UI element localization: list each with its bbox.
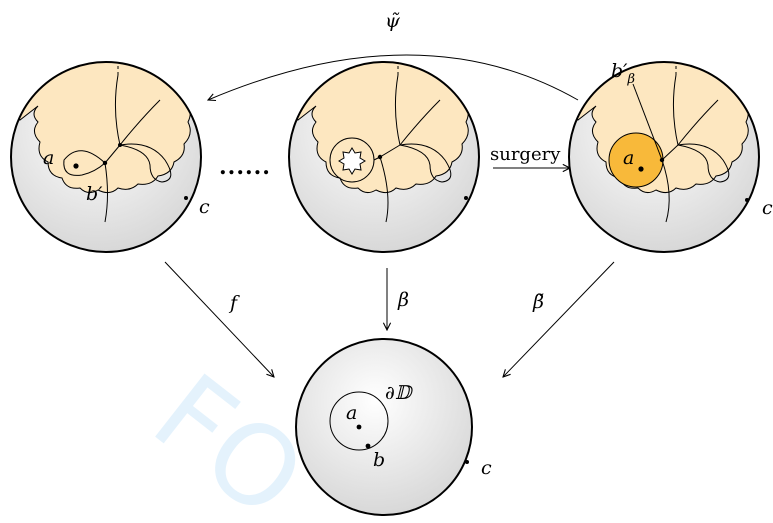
middle-disk: [288, 61, 480, 253]
bottom-inner-circle: [329, 391, 389, 451]
psi-tilde-arrow: [208, 54, 579, 100]
middle-cream-region: [295, 62, 469, 194]
right-disk: [568, 61, 760, 253]
beta-tilde-label: β̃: [532, 291, 544, 313]
f-label: f: [228, 292, 240, 314]
left-disk: [10, 61, 202, 253]
bottom-label-a: a: [346, 402, 357, 424]
right-label-bprime-beta: b′β: [611, 60, 635, 87]
f-arrow: [164, 261, 274, 377]
bottom-label-b: b: [373, 449, 385, 471]
left-point-bprime: [102, 160, 108, 166]
right-label-c: c: [762, 197, 773, 219]
middle-point-c: [464, 196, 468, 200]
beta-label: β: [397, 289, 409, 311]
left-point-c: [184, 196, 188, 200]
bottom-label-partial-D: ∂𝔻: [385, 382, 414, 404]
left-label-c: c: [199, 196, 210, 218]
psi-tilde-label: ψ̃: [385, 10, 401, 32]
ellipsis-dots: ......: [219, 154, 271, 180]
beta-tilde-arrow: [503, 261, 615, 377]
right-label-a: a: [623, 147, 634, 169]
bottom-label-c: c: [481, 457, 492, 479]
left-label-bprime: b′: [86, 183, 103, 205]
left-label-a: a: [43, 147, 54, 169]
left-point-a: [73, 163, 79, 169]
surgery-label: surgery: [490, 144, 561, 165]
bottom-disk: [295, 338, 473, 516]
middle-hole-star: [338, 147, 366, 175]
